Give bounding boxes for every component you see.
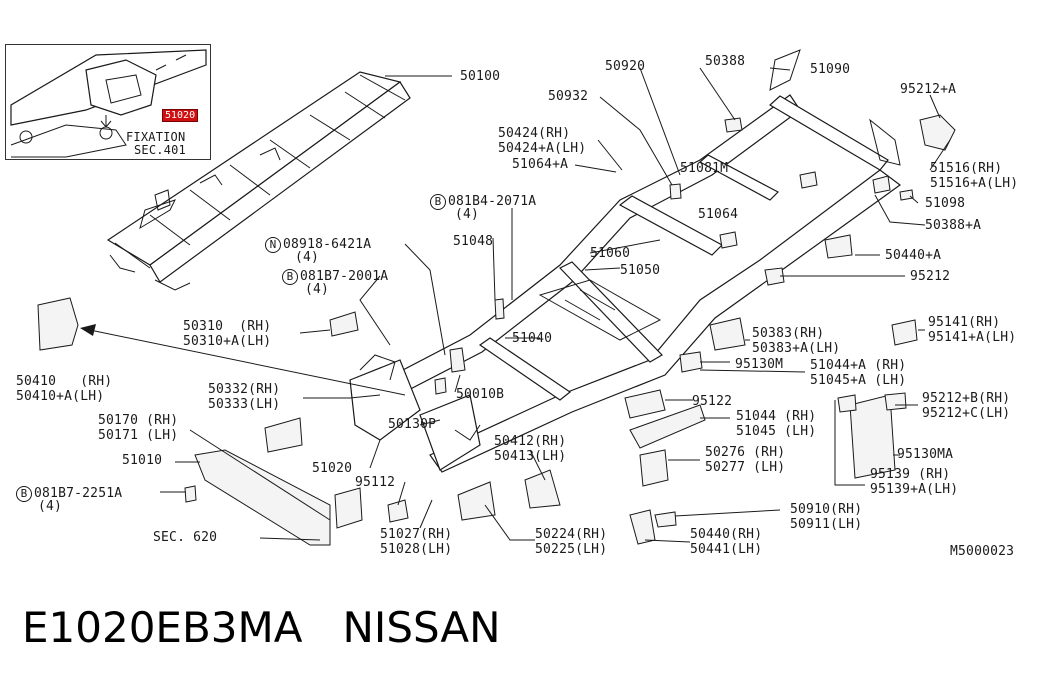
label-081b7b-text: 081B7-2251A [34, 486, 123, 501]
label-51010[interactable]: 51010 [122, 453, 163, 468]
label-95212c[interactable]: 95212+C(LH) [922, 406, 1011, 421]
label-50388a[interactable]: 50388+A [925, 218, 982, 233]
label-51098[interactable]: 51098 [925, 196, 966, 211]
label-081b4-text: 081B4-2071A [448, 194, 537, 209]
label-50413[interactable]: 50413(LH) [494, 449, 567, 464]
main-frame-drawing [349, 49, 902, 473]
label-51050[interactable]: 51050 [620, 263, 661, 278]
label-95122[interactable]: 95122 [692, 394, 733, 409]
label-50412[interactable]: 50412(RH) [494, 434, 567, 449]
label-50170[interactable]: 50170 (RH) [98, 413, 179, 428]
label-50440a[interactable]: 50440+A [885, 248, 942, 263]
label-50225[interactable]: 50225(LH) [535, 542, 608, 557]
label-50333[interactable]: 50333(LH) [208, 397, 281, 412]
label-51044a[interactable]: 51044+A (RH) [810, 358, 907, 373]
label-51020[interactable]: 51020 [312, 461, 353, 476]
label-50440rh[interactable]: 50440(RH) [690, 527, 763, 542]
fixation-inset: FIXATION SEC.401 [5, 44, 211, 160]
label-50277[interactable]: 50277 (LH) [705, 460, 786, 475]
label-50383rh[interactable]: 50383(RH) [752, 326, 825, 341]
nut-n-symbol: N [265, 237, 281, 253]
label-51516lh[interactable]: 51516+A(LH) [930, 176, 1019, 191]
label-51060[interactable]: 51060 [590, 246, 631, 261]
label-95139rh[interactable]: 95139 (RH) [870, 467, 951, 482]
label-081b7a-qty: (4) [305, 282, 330, 297]
label-50910[interactable]: 50910(RH) [790, 502, 863, 517]
label-50130p[interactable]: 50130P [388, 417, 437, 432]
bolt-b-symbol: B [16, 486, 32, 502]
sec-401-label: SEC.401 [134, 143, 186, 157]
label-51064[interactable]: 51064 [698, 207, 739, 222]
label-50276[interactable]: 50276 (RH) [705, 445, 786, 460]
label-50171[interactable]: 50171 (LH) [98, 428, 179, 443]
label-081b7b-qty: (4) [38, 499, 63, 514]
label-51516rh[interactable]: 51516(RH) [930, 161, 1003, 176]
label-51045a[interactable]: 51045+A (LH) [810, 373, 907, 388]
label-51044[interactable]: 51044 (RH) [736, 409, 817, 424]
label-50224[interactable]: 50224(RH) [535, 527, 608, 542]
label-50920[interactable]: 50920 [605, 59, 646, 74]
label-95112[interactable]: 95112 [355, 475, 396, 490]
label-081b4-qty: (4) [455, 207, 480, 222]
label-sec620[interactable]: SEC. 620 [153, 530, 218, 545]
label-50388[interactable]: 50388 [705, 54, 746, 69]
label-50310lh[interactable]: 50310+A(LH) [183, 334, 272, 349]
label-95139lh[interactable]: 95139+A(LH) [870, 482, 959, 497]
inset-drawing [10, 49, 207, 158]
label-95212[interactable]: 95212 [910, 269, 951, 284]
label-51027[interactable]: 51027(RH) [380, 527, 453, 542]
label-95130ma[interactable]: 95130MA [897, 447, 954, 462]
fixation-label: FIXATION [126, 130, 186, 144]
label-50100[interactable]: 50100 [460, 69, 501, 84]
label-50911[interactable]: 50911(LH) [790, 517, 863, 532]
label-51045[interactable]: 51045 (LH) [736, 424, 817, 439]
label-50010b[interactable]: 50010B [456, 387, 505, 402]
label-50424rh[interactable]: 50424(RH) [498, 126, 571, 141]
label-95141rh[interactable]: 95141(RH) [928, 315, 1001, 330]
bolt-b-symbol: B [430, 194, 446, 210]
label-95212b[interactable]: 95212+B(RH) [922, 391, 1011, 406]
label-95212a[interactable]: 95212+A [900, 82, 957, 97]
label-08918-qty: (4) [295, 250, 320, 265]
label-08918-text: 08918-6421A [283, 237, 372, 252]
label-50441lh[interactable]: 50441(LH) [690, 542, 763, 557]
label-51040[interactable]: 51040 [512, 331, 553, 346]
bolt-b-symbol: B [282, 269, 298, 285]
label-50410lh[interactable]: 50410+A(LH) [16, 389, 105, 404]
label-95141lh[interactable]: 95141+A(LH) [928, 330, 1017, 345]
label-50932[interactable]: 50932 [548, 89, 589, 104]
frame-exploded-diagram [37, 49, 956, 546]
label-51028[interactable]: 51028(LH) [380, 542, 453, 557]
label-50310rh[interactable]: 50310 (RH) [183, 319, 272, 334]
label-50424lh[interactable]: 50424+A(LH) [498, 141, 587, 156]
highlighted-part-tag[interactable]: 51020 [162, 109, 199, 122]
label-51048[interactable]: 51048 [453, 234, 494, 249]
label-50410rh[interactable]: 50410 (RH) [16, 374, 113, 389]
label-51081m[interactable]: 51081M [680, 161, 729, 176]
diagram-code: M5000023 [950, 544, 1015, 559]
footer-title: E1020EB3MA NISSAN [22, 603, 501, 652]
label-50332[interactable]: 50332(RH) [208, 382, 281, 397]
overview-frame-drawing [106, 71, 411, 291]
label-51090[interactable]: 51090 [810, 62, 851, 77]
leader-lines [80, 67, 951, 543]
label-51064a[interactable]: 51064+A [512, 157, 569, 172]
label-081b7a-text: 081B7-2001A [300, 269, 389, 284]
label-50383lh[interactable]: 50383+A(LH) [752, 341, 841, 356]
parts-drawing [37, 114, 956, 546]
label-95130m[interactable]: 95130M [735, 357, 784, 372]
